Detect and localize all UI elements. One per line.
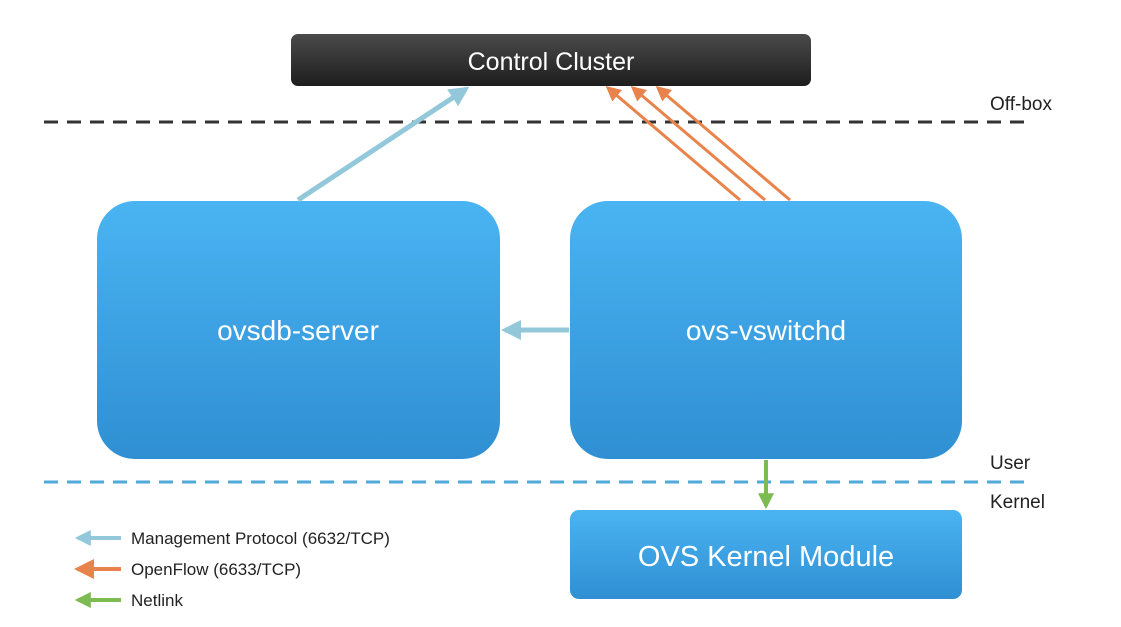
legend-label-openflow: OpenFlow (6633/TCP): [131, 560, 301, 579]
ovs-vswitchd-label: ovs-vswitchd: [686, 315, 846, 346]
kernel-module-box: OVS Kernel Module: [570, 510, 962, 599]
control-cluster-label: Control Cluster: [468, 48, 635, 76]
ovsdb-server-box: ovsdb-server: [97, 201, 500, 459]
ovsdb-server-label: ovsdb-server: [217, 315, 379, 346]
off-box-label: Off-box: [990, 94, 1052, 115]
legend-label-netlink: Netlink: [131, 591, 183, 610]
legend-item-openflow: OpenFlow (6633/TCP): [74, 559, 301, 579]
ovs-vswitchd-box: ovs-vswitchd: [570, 201, 962, 459]
user-layer-label: User: [990, 453, 1031, 474]
kernel-layer-label: Kernel: [990, 492, 1045, 513]
legend-item-management: Management Protocol (6632/TCP): [74, 529, 390, 548]
openflow-arrow-3: [655, 86, 791, 202]
openflow-arrow-2: [630, 86, 766, 202]
legend-label-management: Management Protocol (6632/TCP): [131, 529, 390, 548]
openflow-arrow-1: [605, 86, 741, 202]
kernel-module-label: OVS Kernel Module: [638, 541, 894, 573]
legend-item-netlink: Netlink: [74, 591, 183, 610]
management-arrow-ovsdb-to-cluster: [296, 86, 470, 203]
control-cluster-box: Control Cluster: [291, 34, 811, 86]
legend: Management Protocol (6632/TCP) OpenFlow …: [74, 529, 390, 610]
